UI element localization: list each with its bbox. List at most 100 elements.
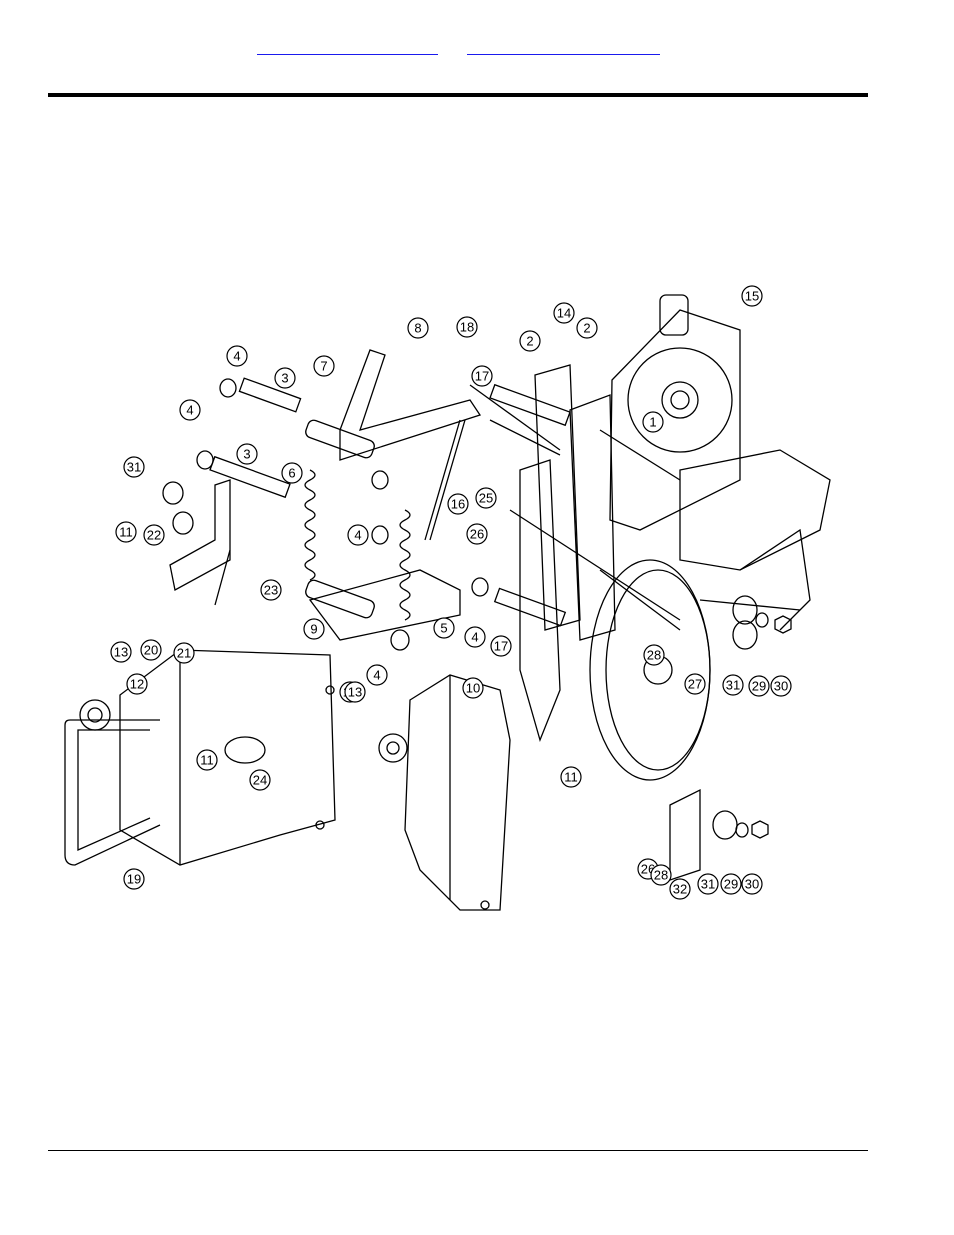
callout-circle	[281, 462, 303, 484]
callout-label: 4	[233, 349, 240, 364]
callout-circle	[471, 365, 493, 387]
callout-circle	[173, 642, 195, 664]
callout-22: 22	[143, 524, 165, 546]
callout-label: 4	[373, 668, 380, 683]
footer-rule	[48, 1150, 868, 1151]
callout-circle	[456, 316, 478, 338]
callout-9: 9	[303, 618, 325, 640]
callout-label: 11	[119, 525, 133, 540]
callout-label: 4	[186, 403, 193, 418]
callout-17: 17	[471, 365, 493, 387]
callout-label: 29	[752, 679, 766, 694]
callout-label: 4	[471, 630, 478, 645]
callout-7: 7	[313, 355, 335, 377]
callout-circle	[748, 675, 770, 697]
callout-label: 28	[654, 868, 668, 883]
callout-circle	[344, 681, 366, 703]
callout-circle	[770, 675, 792, 697]
callout-3: 3	[236, 443, 258, 465]
callout-circle	[684, 673, 706, 695]
callout-label: 31	[726, 678, 740, 693]
callout-label: 7	[320, 359, 327, 374]
callout-circle	[366, 664, 388, 686]
callout-1: 1	[642, 411, 664, 433]
callout-circle	[466, 523, 488, 545]
callout-label: 4	[354, 528, 361, 543]
callout-32: 32	[669, 878, 691, 900]
header-link-2[interactable]	[467, 40, 660, 55]
callout-12: 12	[126, 673, 148, 695]
header-rule	[48, 93, 868, 97]
callout-4: 4	[347, 524, 369, 546]
callout-circle	[179, 399, 201, 421]
callout-label: 13	[348, 685, 362, 700]
callout-circle	[560, 766, 582, 788]
callout-19: 19	[123, 868, 145, 890]
callout-circle	[643, 644, 665, 666]
callout-30: 30	[741, 873, 763, 895]
header-link-1[interactable]	[257, 40, 438, 55]
callout-label: 27	[688, 677, 702, 692]
callout-11: 11	[560, 766, 582, 788]
callout-label: 11	[200, 753, 214, 768]
callout-11: 11	[115, 521, 137, 543]
callout-13: 13	[110, 641, 132, 663]
callout-circle	[196, 749, 218, 771]
callout-4: 4	[179, 399, 201, 421]
callout-24: 24	[249, 769, 271, 791]
callout-label: 29	[724, 877, 738, 892]
callout-label: 12	[130, 677, 144, 692]
callout-circle	[313, 355, 335, 377]
callout-label: 22	[147, 528, 161, 543]
callout-label: 11	[564, 770, 578, 785]
callout-23: 23	[260, 579, 282, 601]
callout-circle	[126, 673, 148, 695]
callout-circle	[553, 302, 575, 324]
callout-15: 15	[741, 285, 763, 307]
callout-circle	[260, 579, 282, 601]
callout-label: 2	[526, 334, 533, 349]
callout-circle	[433, 617, 455, 639]
callout-circle	[720, 873, 742, 895]
callout-label: 24	[253, 773, 267, 788]
callout-circle	[110, 641, 132, 663]
callout-label: 32	[673, 882, 687, 897]
callout-27: 27	[684, 673, 706, 695]
callout-circle	[722, 674, 744, 696]
callout-group: 1223344444567891011111112121313141516171…	[110, 285, 792, 900]
callout-label: 6	[288, 466, 295, 481]
callout-circle	[464, 626, 486, 648]
callout-25: 25	[475, 487, 497, 509]
callout-circle	[140, 639, 162, 661]
callout-label: 5	[440, 621, 447, 636]
callout-label: 18	[460, 320, 474, 335]
callout-label: 31	[127, 460, 141, 475]
callout-5: 5	[433, 617, 455, 639]
callout-label: 3	[243, 447, 250, 462]
callout-circle	[669, 878, 691, 900]
callout-circle	[407, 317, 429, 339]
callout-label: 30	[774, 679, 788, 694]
callout-10: 10	[462, 677, 484, 699]
callout-circle	[115, 521, 137, 543]
callout-11: 11	[196, 749, 218, 771]
callout-circle	[143, 524, 165, 546]
diagram-linework	[64, 294, 831, 911]
callout-circle	[226, 345, 248, 367]
callout-label: 14	[557, 306, 571, 321]
callout-31: 31	[722, 674, 744, 696]
callout-31: 31	[123, 456, 145, 478]
callout-4: 4	[226, 345, 248, 367]
callout-circle	[123, 868, 145, 890]
callout-circle	[447, 493, 469, 515]
callout-label: 16	[451, 497, 465, 512]
callout-circle	[462, 677, 484, 699]
callout-label: 28	[647, 648, 661, 663]
callout-2: 2	[576, 317, 598, 339]
callout-28: 28	[643, 644, 665, 666]
callout-circle	[741, 285, 763, 307]
callout-14: 14	[553, 302, 575, 324]
callout-circle	[249, 769, 271, 791]
callout-17: 17	[490, 635, 512, 657]
callout-label: 25	[479, 491, 493, 506]
